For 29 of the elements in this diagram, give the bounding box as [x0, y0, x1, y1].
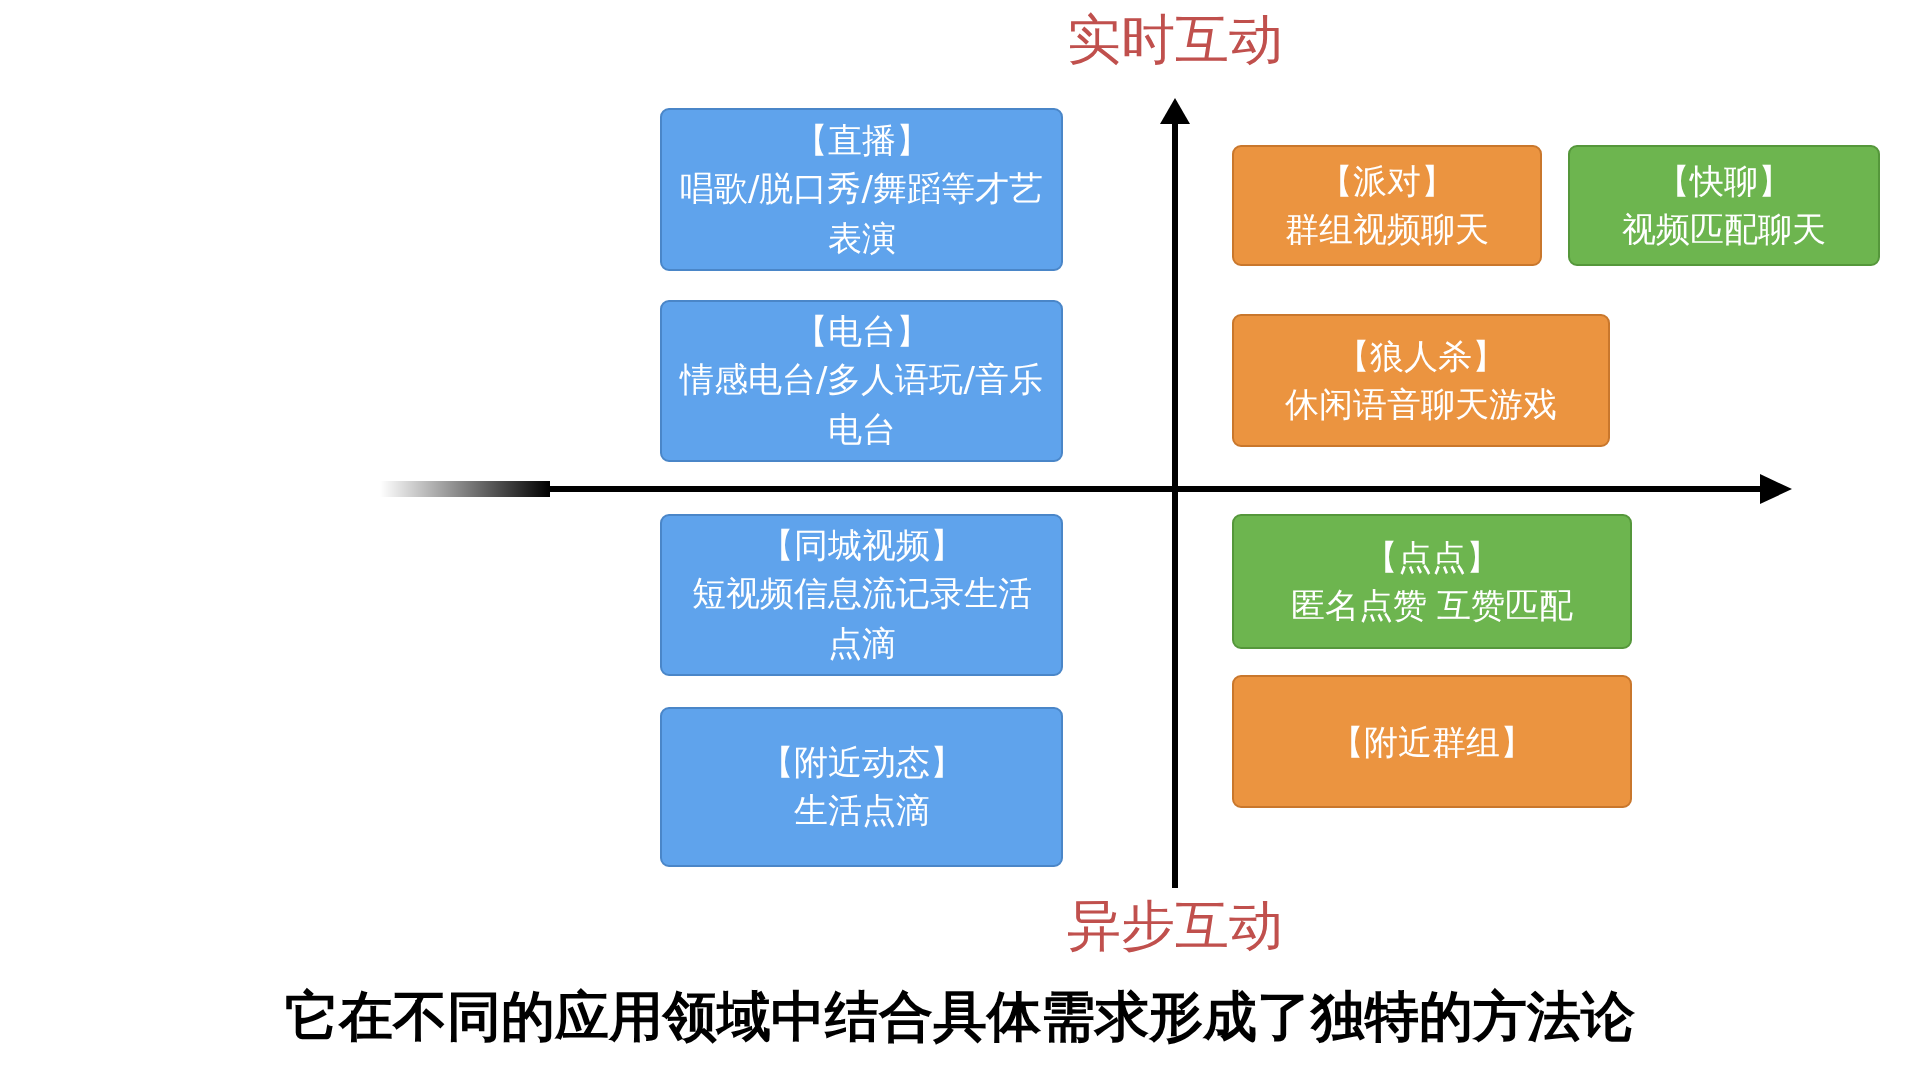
- box-description: 生活点滴: [792, 789, 931, 832]
- category-box: [660, 108, 1063, 271]
- box-heading: 【附近动态】: [758, 741, 965, 784]
- box-heading: 【快聊】: [1655, 159, 1793, 203]
- category-box: [1568, 145, 1880, 266]
- box-heading: 【狼人杀】: [1335, 334, 1507, 378]
- box-heading: 【点点】: [1363, 535, 1501, 579]
- category-box: [660, 514, 1063, 676]
- box-heading: 【同城视频】: [758, 524, 965, 567]
- box-description: 视频匹配聊天: [1621, 207, 1827, 251]
- box-description: 群组视频聊天: [1284, 207, 1490, 251]
- box-description: 匿名点赞 互赞匹配: [1289, 583, 1575, 627]
- box-description: 休闲语音聊天游戏: [1284, 382, 1558, 426]
- category-box: [1232, 145, 1542, 266]
- category-box: [1232, 675, 1632, 808]
- box-heading: 【附近群组】: [1329, 720, 1535, 764]
- box-heading: 【电台】: [792, 310, 931, 353]
- box-description: 唱歌/脱口秀/舞蹈等才艺表演: [679, 166, 1044, 260]
- box-description: 情感电台/多人语玩/音乐电台: [678, 358, 1044, 451]
- category-box: [1232, 314, 1610, 447]
- category-box: [1232, 514, 1632, 649]
- axis-label: 实时互动: [1067, 8, 1283, 73]
- category-box: [660, 707, 1063, 867]
- subtitle: 它在不同的应用领域中结合具体需求形成了独特的方法论: [285, 985, 1635, 1050]
- box-description: 短视频信息流记录生活点滴: [690, 572, 1033, 665]
- box-heading: 【派对】: [1318, 159, 1456, 203]
- category-box: [660, 300, 1063, 462]
- box-heading: 【直播】: [792, 118, 931, 162]
- axis-label: 异步互动: [1067, 894, 1283, 959]
